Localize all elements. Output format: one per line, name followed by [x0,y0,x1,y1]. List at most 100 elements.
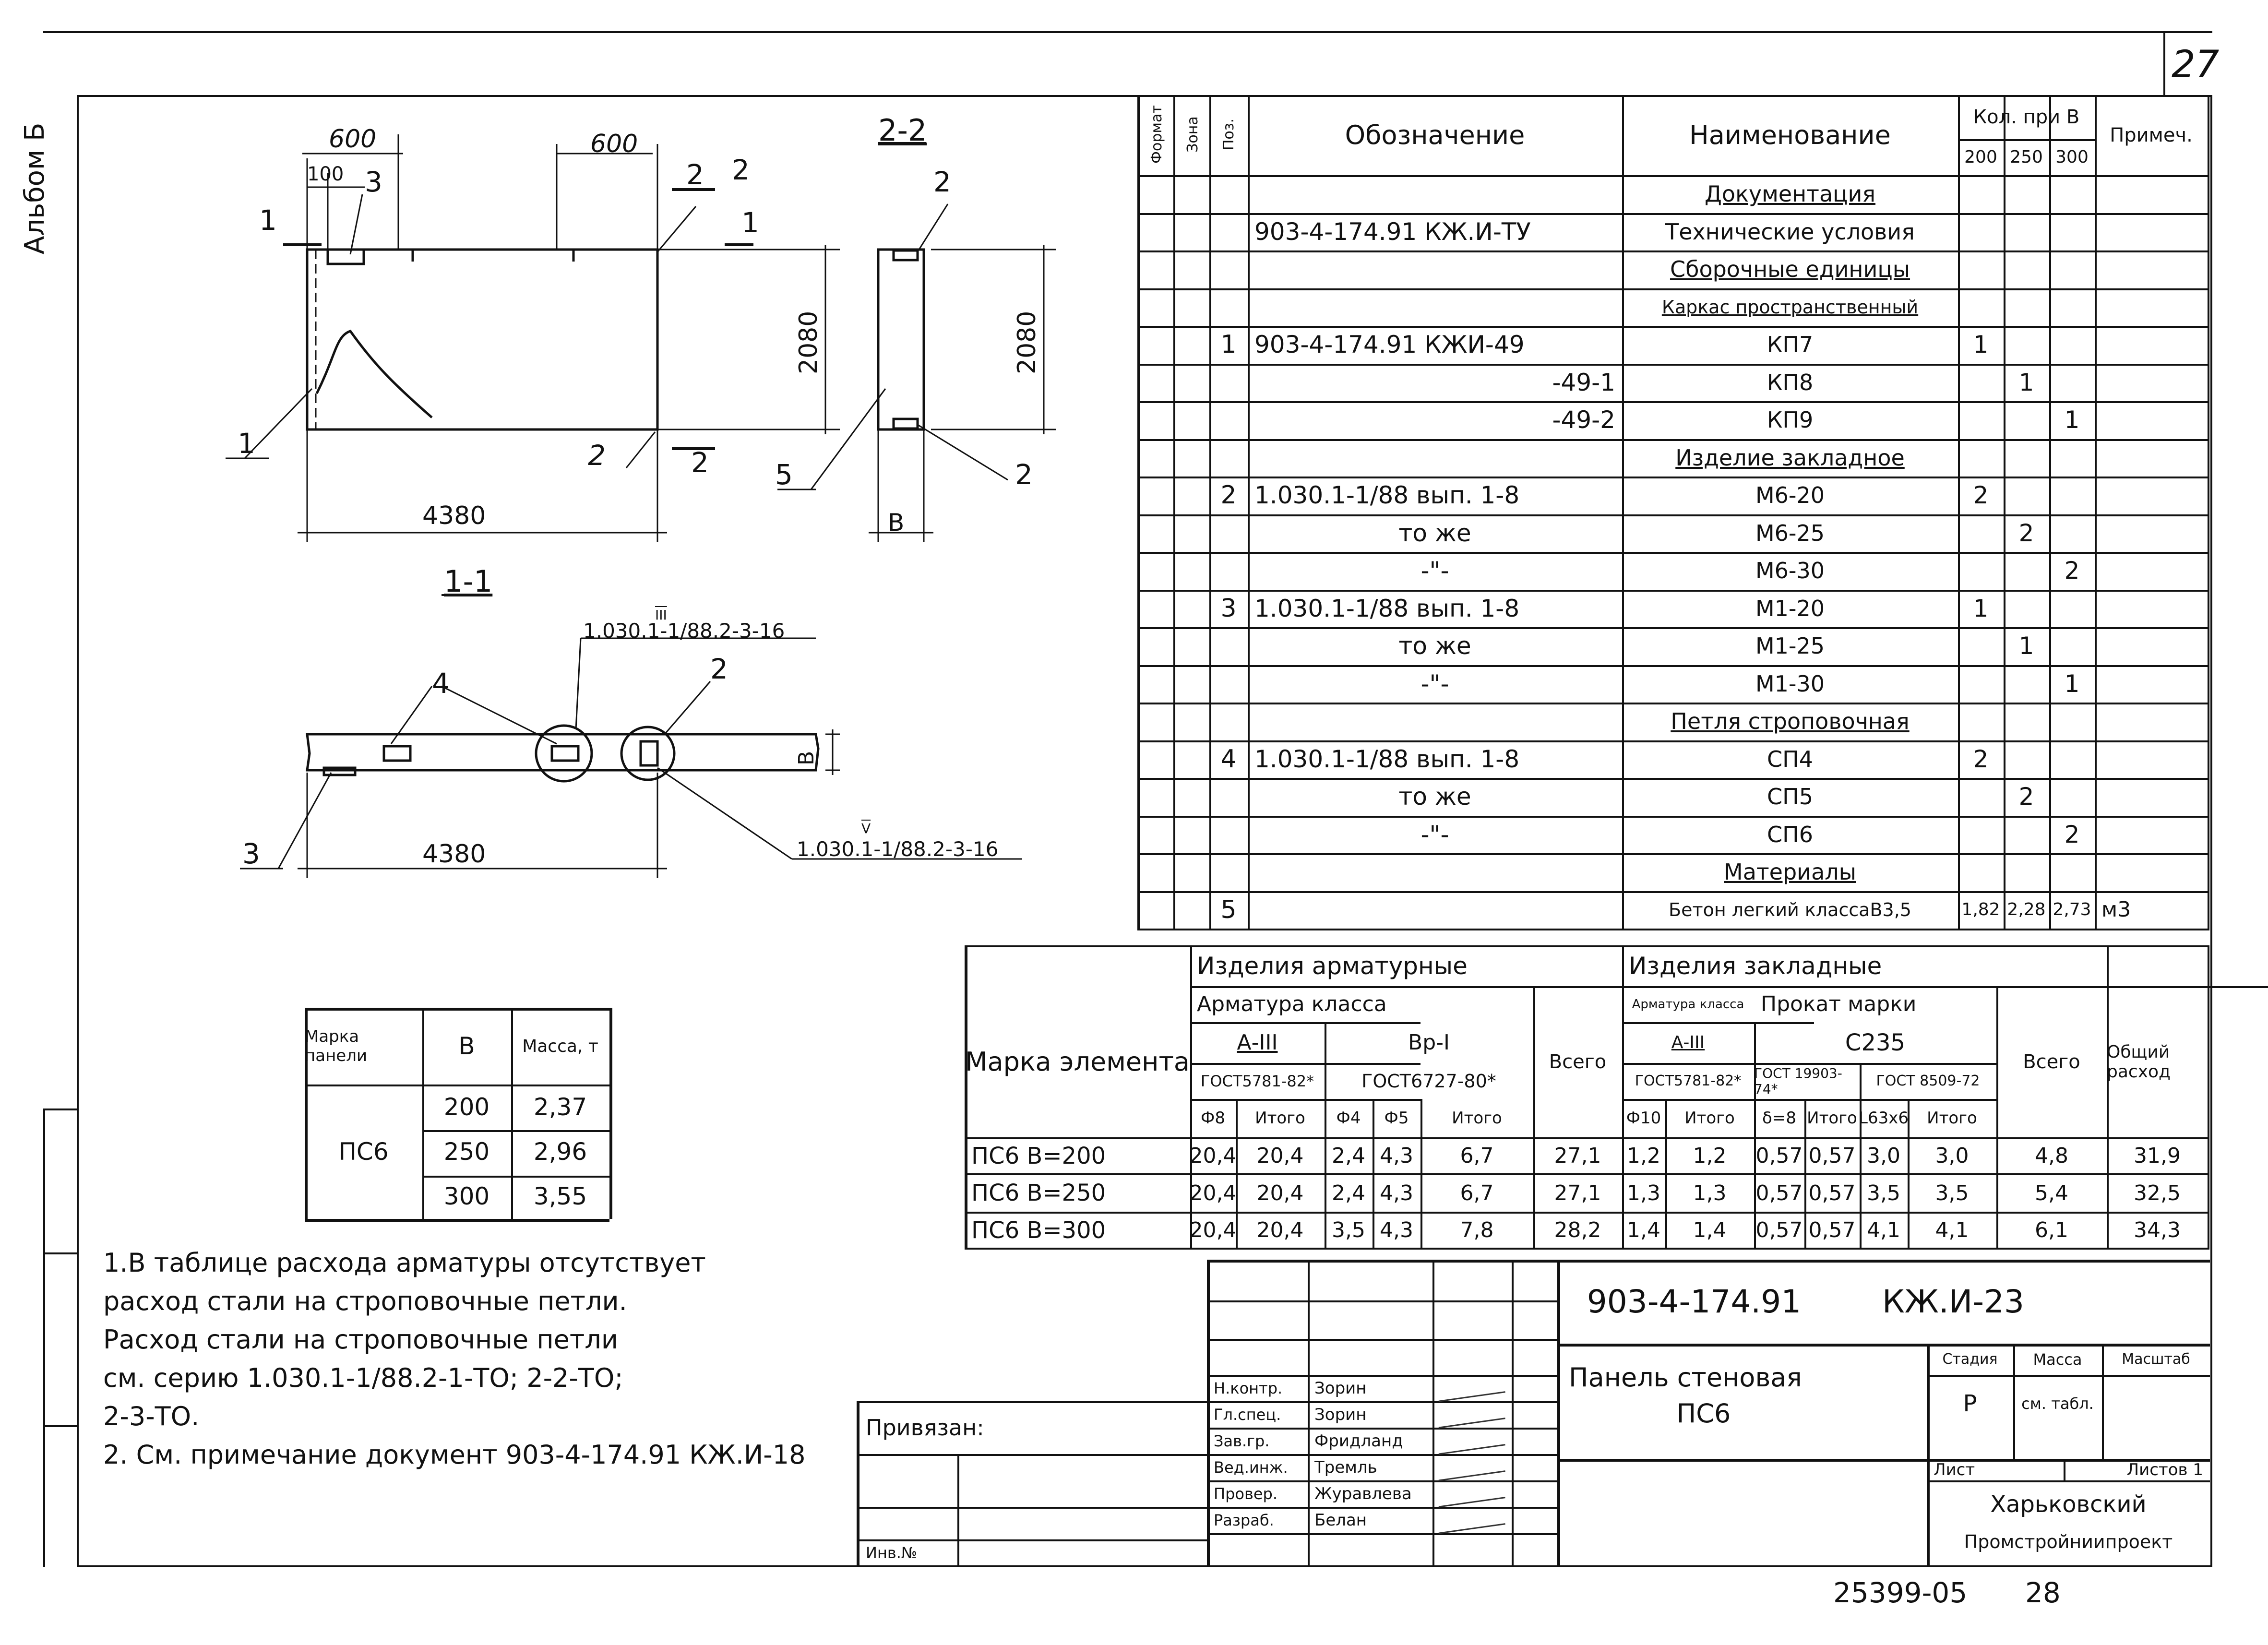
mass-header: Масса [2033,1350,2082,1369]
dim-2080-sect: 2080 [1013,310,1041,374]
dim-2080-elev: 2080 [794,310,823,374]
spec-pos: 3 [1220,594,1237,623]
spec-name: СП4 [1767,746,1813,772]
table-rule [1665,1099,1667,1250]
steel-subheader: Ф5 [1384,1109,1409,1128]
detail-ref-v-mark: V [861,821,871,836]
table-rule [965,1212,2208,1214]
table-rule [965,945,967,1250]
table-rule [1173,95,1175,930]
steel-e-total: Всего [2023,1050,2080,1073]
table-rule [1137,514,2208,516]
spec-q250: 2,28 [2007,900,2046,920]
spec-designation: -49-1 [1552,368,1615,396]
dim-4380-plan: 4380 [422,840,486,869]
spec-q300: 2,73 [2053,900,2091,920]
steel-value: 3,5 [1935,1180,1969,1205]
frame-top [77,95,2212,97]
spec-name: Документация [1704,181,1876,207]
table-rule [1927,1375,2210,1377]
steel-value: 6,7 [1460,1144,1494,1168]
table-rule [1137,288,2208,290]
margin-box-line [43,1109,45,1567]
header-name: Наименование [1689,120,1891,150]
table-rule [1137,703,2208,704]
table-rule [422,1176,609,1178]
table-rule [1137,929,2208,930]
steel-value: 20,4 [1256,1180,1304,1205]
callout-5: 5 [775,458,793,491]
signer-name: Зорин [1314,1405,1367,1424]
signer-role: Зав.гр. [1214,1431,1270,1450]
spec-q200: 2 [1973,745,1989,773]
margin-box-line [43,1252,77,1254]
table-rule [1190,1022,1420,1024]
table-rule [2208,945,2209,1250]
table-rule [1137,815,2208,818]
callout-2: 2 [588,439,606,472]
callout-3: 3 [365,166,382,198]
mass-value: см. табл. [2021,1395,2094,1413]
steel-value: 2,4 [1332,1180,1365,1205]
table-rule [1512,1260,1514,1567]
table-rule [1137,477,2208,478]
steel-value: 0,57 [1755,1144,1803,1168]
signer-role: Провер. [1214,1484,1277,1503]
table-rule [1804,1099,1806,1250]
signer-role: Гл.спец. [1214,1405,1281,1424]
table-rule [1137,95,1140,930]
stage-value: Р [1963,1390,1977,1417]
spec-name: КП9 [1767,407,1814,433]
table-rule [857,1401,1207,1403]
table-rule [1137,891,2208,893]
steel-subheader: Ф4 [1336,1109,1361,1128]
table-rule [2208,95,2209,930]
table-rule [1927,1344,1930,1567]
detail-ref-iii-mark: III [655,607,667,623]
table-rule [1137,778,2208,780]
spec-designation: то же [1398,783,1471,811]
note-line: Расход стали на строповочные петли [103,1324,618,1355]
spec-name: Материалы [1724,859,1856,885]
steel-value: 0,57 [1808,1144,1856,1168]
cutaway-reinforcement [315,330,433,418]
steel-subheader: Ф8 [1201,1109,1225,1128]
steel-value: 0,57 [1808,1180,1856,1205]
steel-rebar-header: Изделия арматурные [1197,952,1468,980]
dim-b-plan: В [794,751,819,765]
spec-name: М6-30 [1755,558,1825,584]
table-rule [1622,986,2095,988]
steel-gost6727: ГОСТ6727-80* [1361,1070,1496,1092]
dim-600-right: 600 [590,130,638,158]
table-rule [2004,95,2005,930]
steel-row-mark: ПС6 В=300 [971,1216,1106,1244]
table-rule [1908,1099,1910,1250]
steel-value: 0,57 [1808,1218,1856,1242]
table-rule [1754,1022,1756,1250]
table-rule [1248,95,1250,930]
mass-b-value: 200 [443,1093,490,1121]
steel-gost8509: ГОСТ 8509-72 [1876,1073,1980,1089]
table-rule [1190,945,1192,1250]
drawing-title: Панель стеновая [1569,1362,1802,1393]
signer-name: Белан [1314,1510,1367,1530]
spec-note: м3 [2101,897,2131,922]
table-rule [965,1173,2208,1175]
spec-q250: 2 [2018,783,2034,811]
panel-elevation-outline [306,248,659,431]
spec-designation: -"- [1420,669,1449,698]
mass-b-value: 250 [443,1137,490,1166]
stage-header: Стадия [1942,1351,1998,1368]
callout-2: 2 [1015,458,1033,491]
table-rule [422,1130,609,1132]
steel-subheader: Итого [1807,1109,1857,1128]
spec-name: Петля строповочная [1671,708,1910,735]
table-rule [1557,1459,2210,1462]
detail-ref-v: 1.030.1-1/88.2-3-16 [797,837,999,861]
steel-value: 7,8 [1460,1218,1494,1242]
embedded-plate-3 [326,248,365,265]
steel-total: Всего [1549,1050,1607,1073]
steel-row-mark: ПС6 В=250 [971,1180,1106,1206]
steel-value: 3,5 [1867,1180,1900,1205]
steel-value: 20,4 [1190,1180,1236,1205]
